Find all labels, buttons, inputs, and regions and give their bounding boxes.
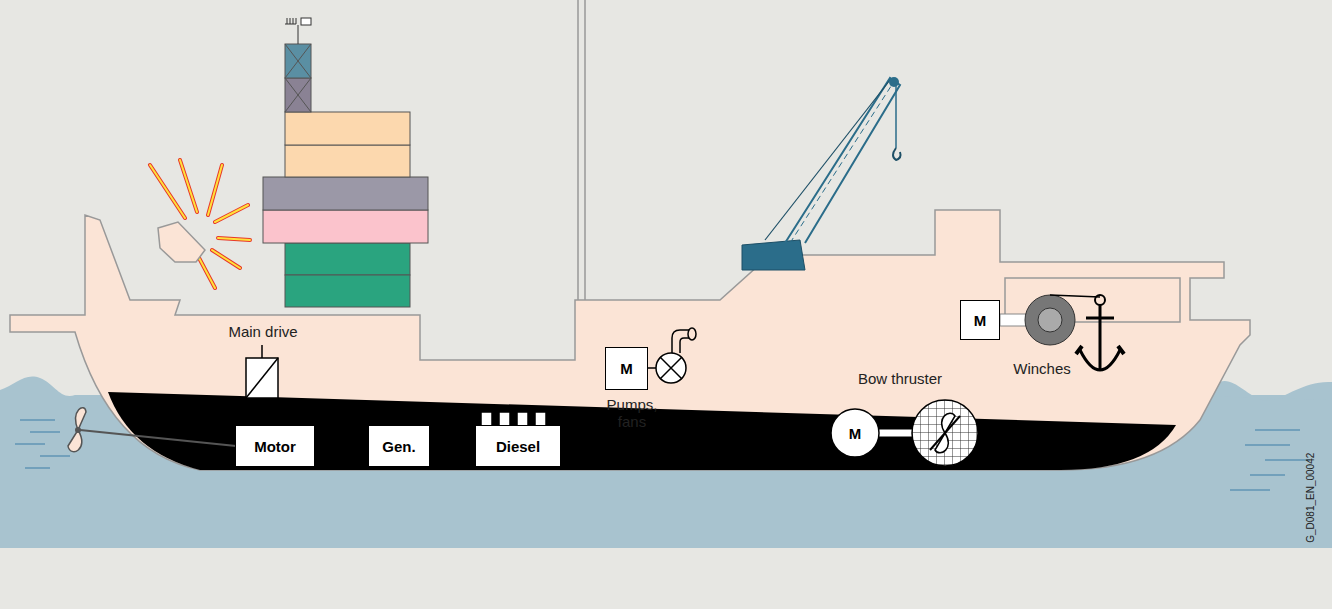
searchlight	[150, 160, 250, 288]
node-text: M	[849, 425, 862, 442]
pump-symbol	[656, 353, 686, 383]
propulsion-motor: Motor	[235, 425, 315, 467]
node-text: Motor	[254, 438, 296, 455]
anchor	[1095, 295, 1105, 305]
searchlight	[150, 160, 250, 288]
main-drive-converter	[246, 358, 278, 398]
main-drive-label: Main drive	[228, 323, 297, 340]
crane	[889, 77, 899, 87]
shaft-connector	[430, 445, 475, 447]
anchor	[1080, 350, 1120, 370]
searchlight	[150, 160, 250, 288]
crane	[790, 80, 895, 243]
anchor	[1076, 346, 1124, 354]
superstructure	[263, 18, 428, 307]
propeller	[75, 427, 81, 433]
superstructure	[285, 78, 311, 112]
winch-drum	[1000, 314, 1028, 326]
main-drive-converter	[246, 345, 278, 425]
bow-thruster-motor: M	[830, 408, 880, 458]
crane	[742, 240, 805, 270]
water	[1230, 430, 1310, 490]
superstructure	[285, 18, 296, 24]
mast	[578, 0, 585, 300]
winch-motor: M	[960, 300, 1000, 340]
bow-thruster-propeller	[912, 400, 978, 466]
anchor	[1086, 305, 1114, 370]
node-text: Diesel	[496, 438, 540, 455]
superstructure	[285, 44, 311, 78]
pump-symbol	[660, 357, 682, 379]
anchor	[1076, 295, 1124, 370]
propeller	[80, 430, 236, 446]
circle-outline	[831, 409, 879, 457]
crane	[895, 85, 897, 148]
bow-thruster-propeller	[930, 416, 960, 450]
bow-thruster-propeller	[878, 398, 980, 468]
winch-drum	[1050, 295, 1100, 297]
water	[15, 420, 70, 468]
winch-drum	[1025, 295, 1075, 345]
pump-symbol	[688, 328, 696, 340]
diesel-cylinders	[535, 412, 546, 426]
searchlight	[150, 160, 250, 288]
bow-thruster-label: Bow thruster	[858, 370, 942, 387]
hull-bottom	[108, 392, 1176, 470]
pump-symbol	[648, 328, 696, 383]
crane	[785, 78, 900, 243]
drawing-number: G_D081_EN_00042	[1305, 453, 1317, 543]
superstructure	[263, 177, 428, 210]
winches-label: Winches	[1013, 360, 1071, 377]
diesel-cylinders	[481, 412, 492, 426]
propeller	[68, 408, 236, 452]
pump-symbol	[648, 367, 656, 369]
pump-motor: M	[605, 347, 648, 390]
winch-drum	[1038, 308, 1062, 332]
superstructure	[285, 112, 410, 145]
superstructure	[285, 78, 311, 112]
winch-drum	[1000, 295, 1100, 345]
superstructure	[298, 25, 299, 44]
generator-box: Gen.	[368, 425, 430, 467]
diesel-cylinders	[481, 412, 546, 426]
pumps-fans-label: Pumps, fans	[597, 396, 667, 431]
superstructure	[285, 275, 410, 307]
propeller	[68, 408, 86, 452]
pump-symbol	[680, 338, 690, 353]
crane	[893, 148, 901, 160]
superstructure	[285, 44, 311, 78]
node-text: M	[974, 312, 987, 329]
diesel-cylinders	[517, 412, 528, 426]
bow-thruster-propeller	[910, 398, 980, 468]
searchlight	[150, 160, 250, 288]
node-text: M	[620, 360, 633, 377]
crane	[742, 77, 901, 270]
superstructure	[285, 145, 410, 177]
diesel-cylinders	[499, 412, 510, 426]
superstructure	[301, 18, 311, 25]
diesel-engine-box: Diesel	[475, 425, 561, 467]
main-drive-converter	[246, 358, 278, 398]
node-text: Gen.	[382, 438, 415, 455]
hull	[10, 210, 1250, 470]
superstructure	[263, 210, 428, 243]
crane	[765, 80, 890, 240]
bow-thruster-propeller	[878, 430, 912, 437]
searchlight	[158, 222, 205, 262]
superstructure	[285, 243, 410, 275]
